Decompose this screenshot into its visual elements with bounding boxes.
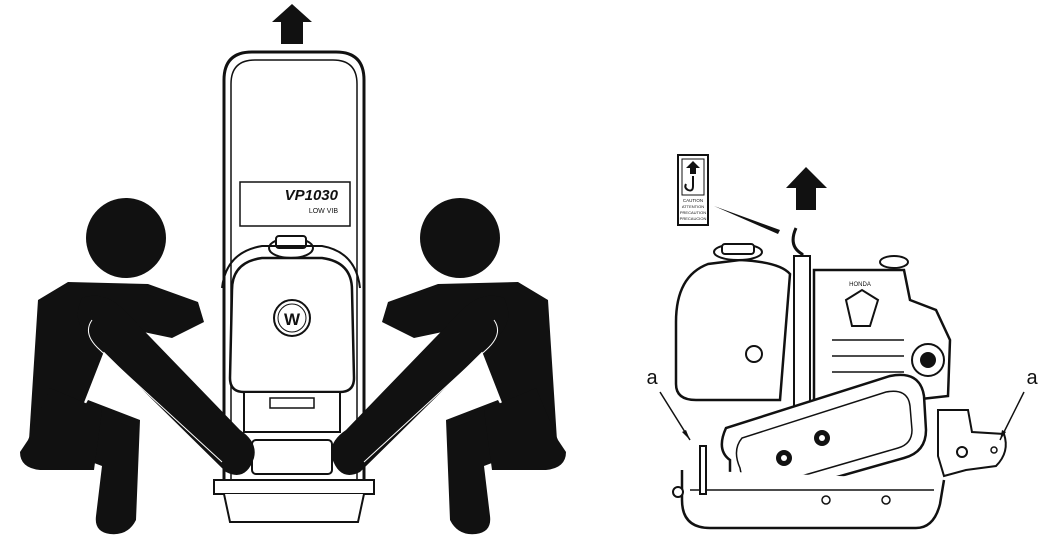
engine-brand: HONDA: [849, 282, 871, 288]
decal-line1: CAUTION: [683, 198, 703, 203]
decal-line2: ATTENTION: [682, 204, 704, 209]
decal-line3: PRECAUTION: [680, 210, 706, 215]
compactor-handle: [222, 50, 366, 480]
lifting-hook: [791, 227, 804, 262]
person-left: [20, 198, 255, 535]
decal-arrow-icon: [686, 161, 700, 174]
person-right: [331, 198, 566, 535]
logo-letter: W: [284, 310, 301, 329]
lifting-point-decal: CAUTION ATTENTION PRECAUTION PRECAUCION: [677, 154, 709, 226]
callout-a-right: a: [1026, 367, 1038, 389]
decal-line4: PRECAUCION: [680, 216, 707, 221]
brand-logo-icon: [273, 299, 311, 337]
base-plate: [680, 470, 946, 530]
lift-hook-icon: [684, 176, 694, 192]
lifting-lug-left: [699, 445, 707, 495]
callout-a-left: a: [646, 367, 658, 389]
lift-arrow-icon: [272, 4, 312, 44]
model-decal: [239, 181, 351, 227]
model-sublabel: LOW VIB: [309, 208, 339, 215]
head-icon: [86, 198, 166, 278]
lifting-lug-right: [937, 409, 1007, 478]
head-icon: [420, 198, 500, 278]
lift-arrow-icon: [786, 167, 827, 210]
fuel-tank: [674, 258, 792, 402]
model-label: VP1030: [285, 187, 339, 204]
